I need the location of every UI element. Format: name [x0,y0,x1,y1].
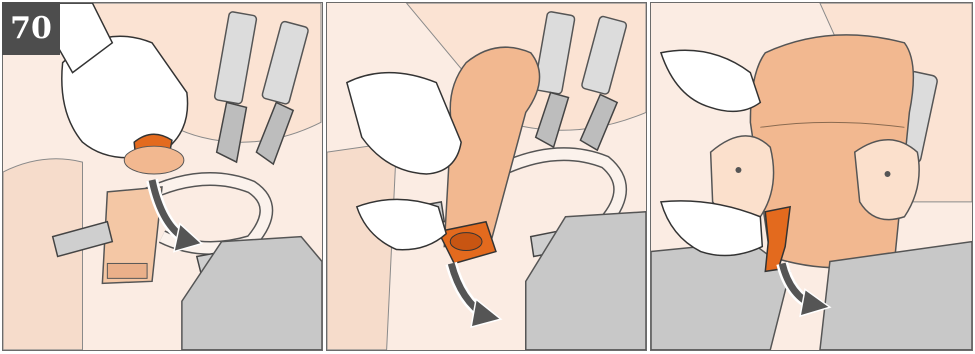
step-number-badge: 70 [2,2,60,55]
hand-pulling-crotch-pad-illustration [327,3,646,350]
hand-unhooking-buckle-tab-illustration [3,3,322,350]
instruction-panel-3 [650,2,973,351]
hand-removing-seat-pad-illustration [651,3,972,350]
instruction-panel-2 [326,2,647,351]
